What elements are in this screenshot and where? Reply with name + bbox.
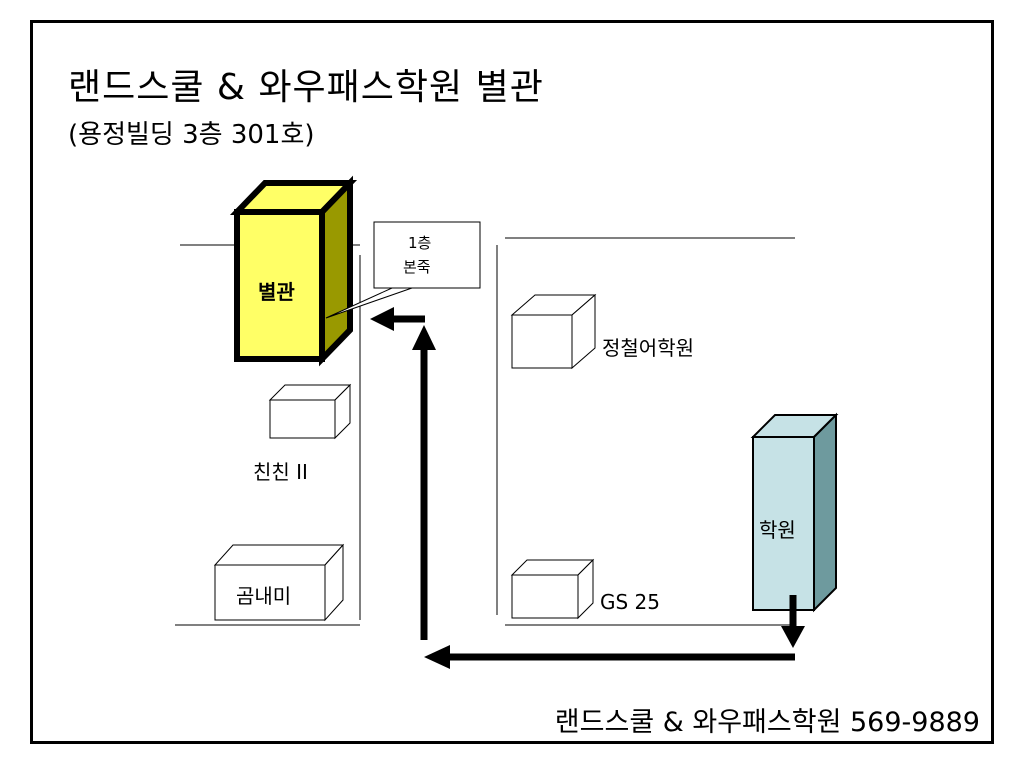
route-arrows (370, 307, 805, 669)
chinchin-building (268, 383, 352, 440)
jeongcheol-label: 정철어학원 (602, 336, 694, 360)
annex-building (229, 175, 358, 367)
gs25-label: GS 25 (600, 590, 660, 614)
gs25-building (510, 558, 595, 620)
chinchin-label: 친친 II (253, 460, 308, 484)
arrow-left-icon (370, 307, 394, 331)
jeongcheol-building (510, 293, 597, 370)
callout-bonjuk (325, 221, 481, 319)
gomnaemi-building (213, 543, 345, 622)
annex-label: 별관 (258, 280, 295, 304)
callout-line1: 1층 (408, 234, 432, 252)
academy-label: 학원 (759, 518, 796, 542)
page-title: 랜드스쿨 & 와우패스학원 별관 (68, 67, 544, 108)
page-subtitle: (용정빌딩 3층 301호) (68, 120, 315, 150)
callout-line2: 본죽 (403, 258, 431, 276)
gomnaemi-label: 곰내미 (236, 584, 292, 608)
arrow-down-icon (781, 626, 805, 648)
footer-contact: 랜드스쿨 & 와우패스학원 569-9889 (554, 707, 980, 738)
academy-building (750, 412, 839, 613)
map-frame (30, 20, 994, 744)
arrow-up-icon (412, 325, 436, 350)
arrow-left-icon (424, 645, 450, 669)
